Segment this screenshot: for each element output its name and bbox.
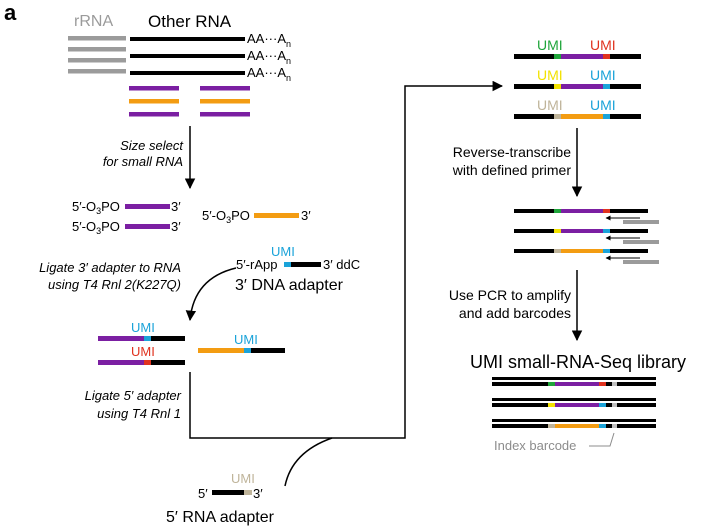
full-strand-1 xyxy=(514,54,641,59)
pcr-label-2: and add barcodes xyxy=(459,305,571,321)
selected-rna-3prime-1: 3′ xyxy=(171,199,181,214)
flow-connector-arrow xyxy=(189,80,504,439)
full-umi3-label-2: UMI xyxy=(590,67,616,83)
ligate5-label-2: using T4 Rnl 1 xyxy=(97,406,181,421)
polya-tail-3: AA···An xyxy=(247,65,291,83)
selected-rna-2 xyxy=(125,224,170,229)
ligated-strand-1 xyxy=(98,336,185,341)
library-label: UMI small-RNA-Seq library xyxy=(470,352,686,372)
rrna-label: rRNA xyxy=(74,13,113,30)
full-umi5-label-2: UMI xyxy=(537,67,563,83)
index-barcode-leader xyxy=(589,432,615,447)
ddc-label: 3′ ddC xyxy=(323,257,360,272)
dna-adapter-umi-label: UMI xyxy=(271,244,295,259)
rna-adapter-5prime: 5′ xyxy=(198,486,208,501)
index-barcode-label: Index barcode xyxy=(494,438,576,453)
ligated-umi-label-2: UMI xyxy=(131,344,155,359)
ligate5-label-1: Ligate 5′ adapter xyxy=(85,388,182,403)
selected-rna-3prime-3: 3′ xyxy=(301,208,311,223)
selected-rna-5prime-1: 5′-O3PO xyxy=(72,199,120,216)
polya-tail-2: AA···An xyxy=(247,48,291,66)
panel-label: a xyxy=(4,0,17,25)
full-strand-2 xyxy=(514,84,641,89)
polya-tail-1: AA···An xyxy=(247,31,291,49)
full-umi3-label-3: UMI xyxy=(590,97,616,113)
rna-adapter-label: 5′ RNA adapter xyxy=(166,509,275,526)
rt-label-2: with defined primer xyxy=(452,162,572,178)
full-umi3-label-1: UMI xyxy=(590,37,616,53)
rna-adapter-join-curve xyxy=(284,437,333,487)
dna-adapter-umi xyxy=(284,262,291,267)
selected-rna-3prime-2: 3′ xyxy=(171,219,181,234)
full-umi5-label-3: UMI xyxy=(537,97,563,113)
rapp-label: 5′-rApp xyxy=(236,257,277,272)
size-select-label-2: for small RNA xyxy=(103,154,183,169)
full-strand-3 xyxy=(514,114,641,119)
rna-adapter-strand xyxy=(212,490,244,495)
library-pair-1 xyxy=(492,377,656,386)
rt-strand-1 xyxy=(514,209,659,224)
rrna-strands xyxy=(68,36,126,74)
rt-strand-3 xyxy=(514,249,659,264)
rna-adapter-umi-label: UMI xyxy=(231,471,255,486)
selected-rna-5prime-2: 5′-O3PO xyxy=(72,219,120,236)
ligate3-label-1: Ligate 3′ adapter to RNA xyxy=(39,260,181,275)
rna-adapter-3prime: 3′ xyxy=(253,486,263,501)
pcr-label-1: Use PCR to amplify xyxy=(449,287,571,303)
dna-adapter-label: 3′ DNA adapter xyxy=(235,277,344,294)
rna-adapter-umi xyxy=(244,490,252,495)
dna-adapter-strand xyxy=(291,262,321,267)
selected-rna-5prime-3: 5′-O3PO xyxy=(202,208,250,225)
full-umi5-label-1: UMI xyxy=(537,37,563,53)
ligated-umi-label-1: UMI xyxy=(131,320,155,335)
small-rna-strands xyxy=(129,86,250,117)
size-select-label-1: Size select xyxy=(120,138,184,153)
rt-label-1: Reverse-transcribe xyxy=(453,144,571,160)
ligate3-label-2: using T4 Rnl 2(K227Q) xyxy=(48,277,181,292)
ligated-strand-3 xyxy=(198,348,285,353)
library-pair-2 xyxy=(492,398,656,407)
ligate3-arrow xyxy=(185,267,237,322)
ligated-strand-2 xyxy=(98,360,185,365)
rt-strand-2 xyxy=(514,229,659,244)
library-pair-3 xyxy=(492,419,656,428)
selected-rna-1 xyxy=(125,204,170,209)
mrna-strands xyxy=(130,37,245,75)
ligated-umi-label-3: UMI xyxy=(234,332,258,347)
selected-rna-3 xyxy=(254,213,299,218)
other-rna-label: Other RNA xyxy=(148,12,232,31)
